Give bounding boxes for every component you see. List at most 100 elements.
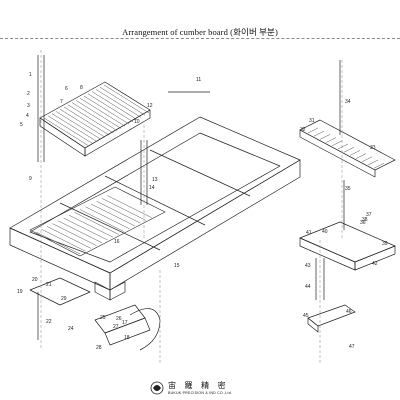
callout-17: 17 (122, 320, 128, 326)
right-comb-tooth (367, 159, 379, 166)
base-frame (9, 116, 301, 301)
callout-14: 14 (149, 185, 155, 191)
comb-tooth (87, 93, 134, 123)
right-comb-tooth (325, 137, 337, 143)
right-comb-tooth (319, 134, 331, 140)
callout-18: 18 (124, 335, 130, 341)
comb-tooth (55, 111, 102, 140)
right-comb-tooth (373, 162, 385, 169)
plate-hole-row (68, 214, 114, 238)
callout-25: 25 (100, 315, 106, 321)
comb-tooth (63, 106, 110, 136)
callout-7: 7 (60, 99, 63, 105)
plate-hole-row (107, 195, 152, 218)
diagram-title: Arrangement of cumber board (화이버 부분) (122, 27, 278, 37)
plate-hole-row (57, 220, 103, 244)
callout-27: 27 (113, 324, 119, 330)
callout-11: 11 (196, 77, 202, 83)
right-base-plate (299, 221, 396, 271)
plate-hole-row (52, 223, 97, 246)
comb-tooth (83, 95, 130, 125)
plate-hole-row (41, 228, 86, 252)
callout-47: 47 (349, 344, 355, 350)
comb-tooth (59, 108, 106, 138)
right-comb (299, 119, 396, 178)
callout-20: 20 (32, 277, 38, 283)
right-comb-tooth (337, 143, 349, 150)
comb-rack (39, 81, 151, 157)
callout-26: 26 (116, 316, 122, 322)
plate-hole-row (46, 226, 92, 249)
callout-28: 28 (96, 345, 102, 351)
callout-39: 39 (382, 241, 388, 247)
callout-35: 35 (345, 186, 351, 192)
comb-tooth (91, 91, 138, 120)
callout-4: 4 (26, 113, 29, 119)
comb-teeth (35, 84, 385, 255)
company-logo (150, 381, 164, 395)
callout-32: 32 (300, 127, 306, 133)
callout-12: 12 (147, 103, 153, 109)
plate-hole-row (74, 212, 119, 235)
callout-41: 41 (306, 230, 312, 236)
plate-hole-row (90, 203, 136, 227)
comb-tooth (103, 84, 150, 114)
plate-hole-row (96, 200, 141, 224)
right-comb-tooth (349, 150, 361, 156)
callout-45: 45 (303, 313, 309, 319)
comb-tooth (43, 117, 90, 147)
right-comb-tooth (361, 156, 373, 163)
callout-21: 21 (46, 282, 52, 288)
callout-42: 42 (372, 261, 378, 267)
callout-44: 44 (305, 284, 311, 290)
callout-1: 1 (29, 72, 32, 78)
callout-38: 38 (362, 217, 368, 223)
comb-tooth (47, 115, 94, 145)
right-comb-tooth (355, 153, 367, 159)
comb-tooth (95, 89, 142, 118)
callout-24: 24 (68, 326, 74, 332)
callout-33: 33 (370, 145, 376, 151)
vertical-rods (37, 55, 345, 340)
plate-hole-row (35, 231, 81, 255)
callout-36: 36 (360, 220, 366, 226)
callout-43: 43 (305, 263, 311, 269)
right-clamp (307, 304, 356, 333)
callout-31: 31 (309, 118, 315, 124)
callout-9: 9 (29, 176, 32, 182)
callout-10: 10 (134, 119, 140, 125)
callout-5: 5 (20, 122, 23, 128)
callout-19: 19 (17, 289, 23, 295)
callout-34: 34 (345, 99, 351, 105)
callout-13: 13 (152, 177, 158, 183)
title-rule (0, 38, 400, 39)
comb-tooth (79, 97, 126, 127)
callout-8: 8 (80, 85, 83, 91)
comb-tooth (99, 86, 146, 116)
comb-tooth (67, 104, 114, 134)
company-name-en: BUKUK PRECISION & IND CO.,Ltd. (168, 391, 233, 395)
company-name-cjk: 宙 羅 精 密 (168, 381, 229, 390)
right-comb-tooth (343, 146, 355, 153)
comb-tooth (71, 102, 118, 131)
plate-hole-row (63, 217, 108, 241)
callout-2: 2 (27, 91, 30, 97)
callout-46: 46 (346, 309, 352, 315)
right-comb-tooth (331, 140, 343, 147)
center-lines (40, 50, 343, 365)
callout-37: 37 (366, 212, 372, 218)
callout-22: 22 (46, 319, 52, 325)
right-comb-tooth (313, 130, 325, 137)
plate-hole-row (101, 198, 147, 221)
callout-3: 3 (27, 103, 30, 109)
callout-40: 40 (322, 229, 328, 235)
comb-tooth (75, 100, 122, 129)
plate-hole-row (79, 209, 125, 232)
callout-6: 6 (65, 86, 68, 92)
plate-hole-row (85, 206, 130, 230)
comb-tooth (51, 113, 98, 142)
perforated-plate (29, 186, 166, 257)
callout-15: 15 (174, 263, 180, 269)
